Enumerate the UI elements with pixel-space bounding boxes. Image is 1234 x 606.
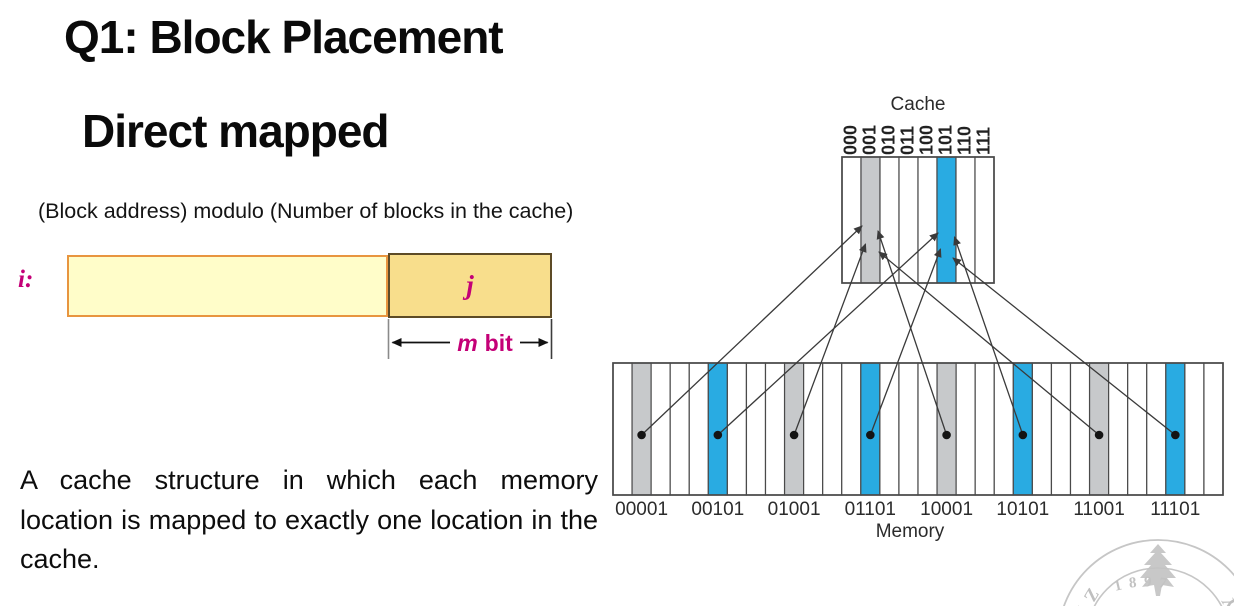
cache-index-label: 011 xyxy=(898,126,918,155)
cache-outline xyxy=(841,156,995,284)
memory-cell xyxy=(1031,362,1053,496)
memory-cell xyxy=(993,362,1014,496)
memory-cell xyxy=(955,362,976,496)
memory-cell xyxy=(1184,362,1205,496)
memory-cell xyxy=(1127,362,1148,496)
mapping-arrow xyxy=(717,232,939,436)
memory-cell xyxy=(783,362,805,496)
memory-cell xyxy=(669,362,690,496)
mapping-arrow xyxy=(793,243,867,436)
memory-address-label: 00001 xyxy=(615,499,668,520)
university-seal-watermark: ZHEJIANG UNIVERSITY 1897 xyxy=(1063,539,1234,606)
mapping-arrow xyxy=(869,248,942,436)
cache-index-label: 001 xyxy=(860,125,880,155)
seal-eagle-icon xyxy=(1140,544,1176,596)
address-tag-field xyxy=(67,255,388,317)
memory-cell xyxy=(898,362,919,496)
seal-year-textpath: 1897 xyxy=(1112,574,1167,595)
slide-title: Q1: Block Placement xyxy=(64,11,504,63)
memory-address-label: 00101 xyxy=(691,499,744,520)
memory-cell xyxy=(841,362,862,496)
mapping-arrow xyxy=(952,257,1176,436)
memory-address-label: 01101 xyxy=(845,499,896,520)
memory-address-label: 11101 xyxy=(1150,499,1200,520)
cache-cell xyxy=(860,156,881,284)
memory-dot xyxy=(942,430,951,440)
memory-address-label: 01001 xyxy=(768,499,821,520)
memory-cell xyxy=(917,362,938,496)
memory-cell xyxy=(1203,362,1224,496)
cache-index-label: 100 xyxy=(917,125,937,155)
cache-cell xyxy=(955,156,976,284)
memory-dot xyxy=(789,430,799,440)
memory-dot xyxy=(1018,430,1028,440)
memory-outline xyxy=(612,362,1224,496)
cache-index-labels: 000 001 010 011 100 101 110 111 xyxy=(841,125,994,155)
cache-index-label: 101 xyxy=(936,125,956,155)
memory-cell xyxy=(1146,362,1167,496)
cache-cell xyxy=(936,156,957,284)
memory-dot xyxy=(1171,430,1180,440)
m-bit-var: m xyxy=(457,330,477,356)
cache-index-label: 111 xyxy=(974,127,994,155)
memory-address-labels: 00001 00101 01001 01101 10001 10101 1100… xyxy=(615,499,1200,520)
slide-subtitle: Direct mapped xyxy=(82,105,390,157)
memory-cell xyxy=(860,362,881,496)
cache-index-label: 000 xyxy=(841,125,861,155)
memory-cell xyxy=(612,362,633,496)
block-address-i-label: i: xyxy=(18,266,34,293)
mapping-arrow xyxy=(641,225,863,436)
memory-cell xyxy=(650,362,671,496)
memory-cell xyxy=(1069,362,1091,496)
memory-cell xyxy=(1050,362,1072,496)
memory-caption: Memory xyxy=(876,521,945,542)
cache-array xyxy=(841,156,995,284)
cache-cell xyxy=(898,156,919,284)
cache-caption: Cache xyxy=(891,94,946,115)
memory-cell xyxy=(745,362,767,496)
m-bit-unit: bit xyxy=(485,330,513,356)
mapping-arrow xyxy=(876,230,948,436)
memory-address-label: 10101 xyxy=(996,499,1049,520)
memory-dot xyxy=(866,430,875,440)
modulo-formula: (Block address) modulo (Number of blocks… xyxy=(38,199,574,223)
memory-cell xyxy=(822,362,843,496)
memory-dot xyxy=(637,430,646,440)
cache-cell xyxy=(974,156,995,284)
memory-address-label: 10001 xyxy=(920,499,973,520)
mapping-arrow xyxy=(953,236,1024,436)
address-index-field: j xyxy=(388,253,552,318)
cache-index-label: 010 xyxy=(879,125,899,155)
memory-cell xyxy=(974,362,995,496)
memory-dot xyxy=(713,430,723,440)
cache-index-label: 110 xyxy=(955,126,975,155)
memory-cell xyxy=(936,362,957,496)
memory-array xyxy=(612,362,1224,496)
index-j-label: j xyxy=(466,270,474,300)
mapping-arrows xyxy=(637,225,1180,440)
memory-cell xyxy=(688,362,709,496)
memory-cell xyxy=(726,362,748,496)
seal-outer-ring xyxy=(1063,539,1234,606)
definition-text: A cache structure in which each memory l… xyxy=(20,465,598,574)
memory-address-label: 11001 xyxy=(1073,499,1124,520)
memory-cell xyxy=(1108,362,1129,496)
memory-dot xyxy=(1094,430,1104,440)
mapping-arrow xyxy=(878,251,1100,436)
memory-cell xyxy=(1012,362,1033,496)
seal-year: 1897 xyxy=(1112,574,1174,595)
